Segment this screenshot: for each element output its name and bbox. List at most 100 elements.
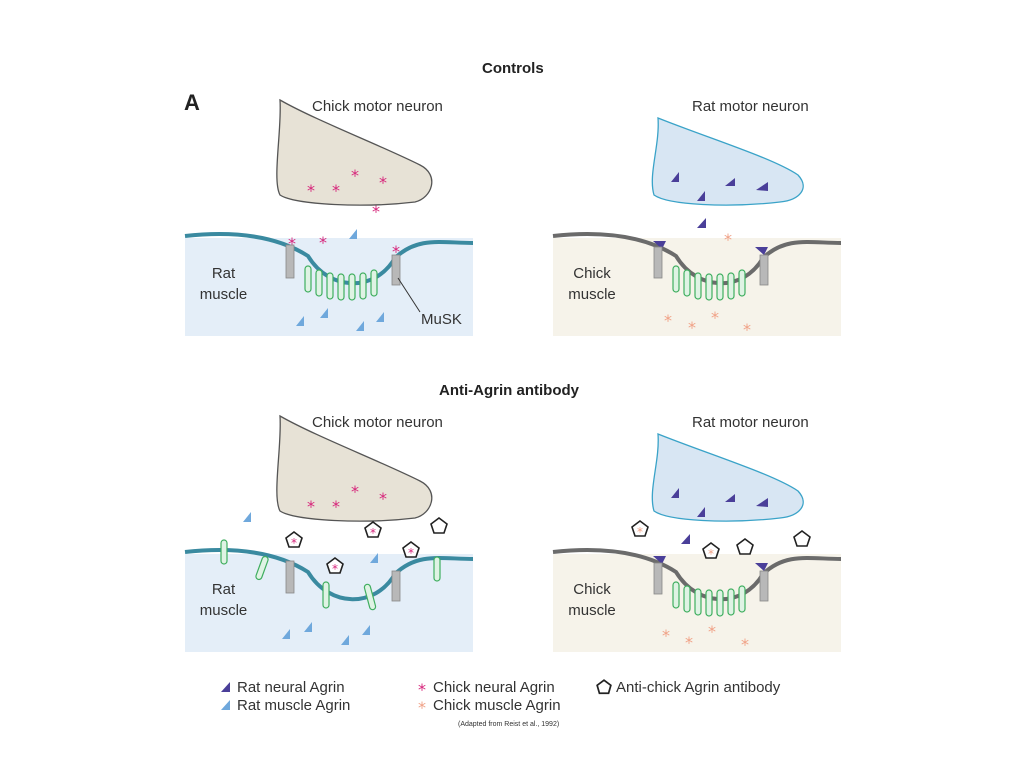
chick-muscle-agrin-marker: * xyxy=(662,626,670,645)
rat-neural-agrin-markers xyxy=(653,172,768,255)
chick-motor-neuron-label: Chick motor neuron xyxy=(312,414,443,431)
rat-muscle-agrin-marker xyxy=(376,312,384,322)
rat-muscle-agrin-marker xyxy=(356,321,364,331)
bound-chick-muscle-agrin-marker: * xyxy=(708,547,714,561)
rat-muscle-agrin-markers xyxy=(243,512,378,645)
rat-neural-agrin-marker xyxy=(671,172,679,182)
chick-neural-agrin-marker: * xyxy=(351,482,359,501)
ach-receptor xyxy=(326,272,334,300)
chick-neural-agrin-marker: * xyxy=(379,489,387,508)
musk-receptors xyxy=(653,562,769,602)
antibody-bound-marker xyxy=(285,531,303,548)
rat-neural-agrin-marker xyxy=(671,488,679,498)
bound-chick-neural-agrin-markers: * * * * xyxy=(291,526,414,576)
svg-text:*: * xyxy=(418,698,426,712)
rat-neural-agrin-icon xyxy=(221,682,230,692)
musk-receptors xyxy=(285,244,401,286)
ach-receptor xyxy=(359,272,367,300)
legend-column-antibody: Anti-chick Agrin antibody xyxy=(596,678,780,696)
chick-muscle-agrin-markers: * * * * xyxy=(662,622,749,654)
rat-neural-agrin-marker xyxy=(725,178,735,186)
chick-muscle-agrin-marker: * xyxy=(743,320,751,339)
chick-neural-agrin-marker: * xyxy=(351,166,359,185)
chick-muscle-agrin-icon: * xyxy=(418,698,426,712)
musk-receptor xyxy=(653,562,663,595)
rat-neural-agrin-marker xyxy=(755,247,768,255)
ach-receptor xyxy=(255,555,269,581)
rat-neural-agrin-marker xyxy=(755,563,768,571)
chick-neural-agrin-marker: * xyxy=(392,242,400,261)
legend-label: Chick neural Agrin xyxy=(433,678,555,696)
rat-muscle-agrin-marker xyxy=(320,308,328,318)
antibody-complexes xyxy=(285,517,448,574)
chick-muscle-agrin-marker: * xyxy=(708,622,716,641)
rat-neural-agrin-marker xyxy=(653,241,666,249)
antibody-bound-marker xyxy=(736,538,754,555)
ach-receptor xyxy=(315,269,323,297)
legend-item-rat-neural-agrin: Rat neural Agrin xyxy=(219,678,350,696)
chick-neural-agrin-markers: * * * * * * * * xyxy=(288,166,400,261)
chick-neural-agrin-marker: * xyxy=(307,181,315,200)
antibody-bound-marker xyxy=(631,520,649,537)
chick-neural-agrin-marker: * xyxy=(332,181,340,200)
rat-muscle-agrin-marker xyxy=(349,229,357,239)
bound-chick-neural-agrin-marker: * xyxy=(408,546,414,560)
musk-receptor xyxy=(285,560,295,594)
rat-motor-neuron-label: Rat motor neuron xyxy=(692,414,809,431)
chick-muscle-agrin-markers: * * * * * xyxy=(664,230,751,339)
panel-chick-neuron-rat-muscle-antibody: * * * * * * * * xyxy=(184,414,474,652)
chick-neuron-body xyxy=(276,98,433,206)
antibody-complexes xyxy=(631,520,811,559)
bound-chick-neural-agrin-marker: * xyxy=(291,536,297,550)
antibody-free-marker xyxy=(430,517,448,534)
panel-chick-neuron-rat-muscle-control: * * * * * * * * xyxy=(184,98,474,336)
chick-neural-agrin-icon: * xyxy=(418,680,426,694)
citation: (Adapted from Reist et al., 1992) xyxy=(458,721,560,728)
chick-muscle-agrin-marker: * xyxy=(688,318,696,337)
rat-neural-agrin-marker xyxy=(697,218,706,228)
bound-chick-neural-agrin-marker: * xyxy=(370,526,376,540)
chick-neural-agrin-markers: * * * * xyxy=(307,482,387,516)
legend-label: Anti-chick Agrin antibody xyxy=(616,678,781,696)
ach-receptor xyxy=(738,585,746,613)
musk-receptor xyxy=(653,246,663,279)
legend-column-chick: * Chick neural Agrin * Chick muscle Agri… xyxy=(415,678,561,714)
chick-muscle-agrin-marker: * xyxy=(724,230,732,249)
chick-motor-neuron-label: Chick motor neuron xyxy=(312,98,443,115)
antibody-bound-marker xyxy=(702,542,720,559)
ach-receptor-cluster xyxy=(672,265,746,301)
legend-item-chick-neural-agrin: * Chick neural Agrin xyxy=(415,678,561,696)
antibody-bound-marker xyxy=(326,557,344,574)
rat-muscle-agrin-marker xyxy=(370,553,378,563)
panel-rat-neuron-chick-muscle-control: * * * * * xyxy=(552,117,842,339)
ach-receptor-cluster xyxy=(672,581,746,617)
panel-letter: A xyxy=(184,90,200,115)
rat-neural-agrin-markers xyxy=(653,488,768,571)
musk-receptor xyxy=(285,244,295,279)
rat-neural-agrin-marker xyxy=(756,182,768,191)
rat-motor-neuron-label: Rat motor neuron xyxy=(692,98,809,115)
ach-receptor xyxy=(705,589,713,617)
antibody-bound-marker xyxy=(364,521,382,538)
rat-neural-agrin-marker xyxy=(725,494,735,502)
rat-neural-agrin-marker xyxy=(681,534,690,544)
musk-receptor xyxy=(391,254,401,286)
antibody-pentagon-icon xyxy=(596,679,612,695)
musk-pointer-line xyxy=(397,277,421,313)
chick-neuron-body xyxy=(276,414,433,522)
chick-muscle-agrin-marker: * xyxy=(664,311,672,330)
antibody-bound-marker xyxy=(402,541,420,558)
svg-text:*: * xyxy=(418,680,426,694)
ach-receptor xyxy=(694,588,702,616)
chick-muscle-agrin-marker: * xyxy=(711,308,719,327)
rat-muscle-agrin-marker xyxy=(243,512,251,522)
ach-receptor xyxy=(738,269,746,297)
legend-label: Rat neural Agrin xyxy=(237,678,345,696)
rat-muscle-agrin-marker xyxy=(362,625,370,635)
ach-receptor xyxy=(370,269,378,297)
chick-neural-agrin-marker: * xyxy=(307,497,315,516)
